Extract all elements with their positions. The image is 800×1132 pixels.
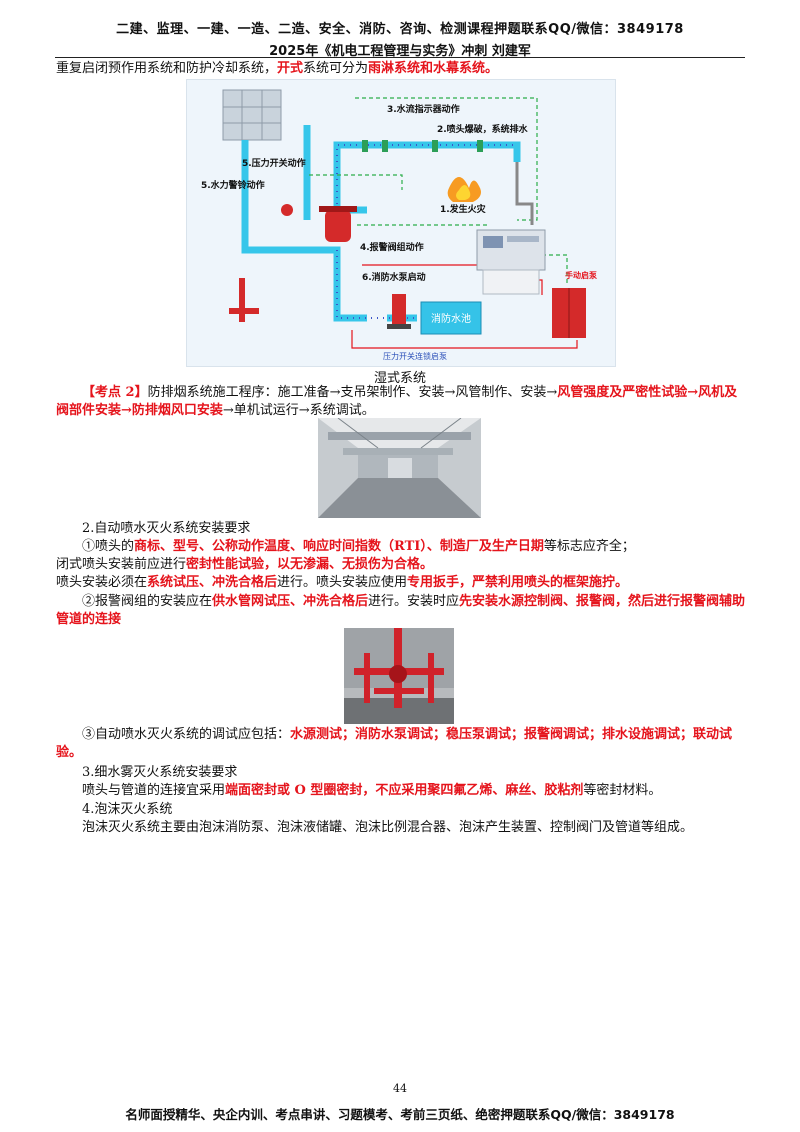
fire-icon [447,177,481,202]
label-manual-start: 手动启泵 [565,270,597,280]
hydrant-riser-icon [229,278,259,322]
water-mist-paragraph: 喷头与管道的连接宜采用端面密封或 O 型圈密封，不应采用聚四氟乙烯、麻丝、胶粘剂… [82,783,662,798]
header-line-2: 2025年《机电工程管理与实务》冲刺 刘建军 [269,44,531,59]
fire-pool-icon [420,301,482,335]
label-pump-start: 6.消防水泵启动 [362,271,426,283]
label-flow-indicator: 3.水流指示器动作 [387,103,460,115]
main-pipe [241,125,521,322]
foam-system-paragraph: 泡沫灭火系统主要由泡沫消防泵、泡沫液储罐、泡沫比例混合器、泡沫产生装置、控制阀门… [82,820,694,835]
header-line-1: 二建、监理、一建、一造、二造、安全、消防、咨询、检测课程押题联系QQ/微信：38… [116,22,684,37]
smoke-duct-photo [318,417,481,518]
water-tank-icon [222,89,282,141]
control-panel-icon [476,229,546,295]
header-rule [55,57,745,58]
intro-paragraph: 重复启闭预作用系统和防护冷却系统，开式系统可分为雨淋系统和水幕系统。 [56,61,499,76]
label-alarm-valve: 4.报警阀组动作 [360,241,424,253]
wet-system-diagram: 消防水池 [186,79,616,367]
page-number: 44 [393,1082,407,1095]
section-4-title: 4.泡沫灭火系统 [82,802,173,817]
alarm-valve-install-paragraph: ②报警阀组的安装应在供水管网试压、冲洗合格后进行。安装时应先安装水源控制阀、报警… [56,594,746,627]
kaodian-2-paragraph: 【考点 2】防排烟系统施工程序：施工准备→支吊架制作、安装→风管制作、安装→风管… [56,385,738,418]
figure-caption: 湿式系统 [373,371,426,386]
alarm-valve-photo [344,628,454,724]
pump-control-cabinet-icon [552,288,586,338]
alarm-valve-photo-svg [344,628,454,724]
fire-pool-label: 消防水池 [431,312,471,325]
label-pressure-switch: 5.压力开关动作 [242,157,306,169]
label-water-bell: 5.水力警铃动作 [201,179,265,191]
fire-pump-icon [387,294,411,329]
smoke-duct-photo-svg [318,417,481,518]
sprinkler-install-paragraph: 喷头安装必须在系统试压、冲洗合格后进行。喷头安装应使用专用扳手，严禁利用喷头的框… [56,575,629,590]
water-bell-icon [281,204,293,216]
system-debug-paragraph: ③自动喷水灭火系统的调试应包括：水源测试；消防水泵调试；稳压泵调试；报警阀调试；… [56,727,733,760]
label-fire-occurs: 1.发生火灾 [440,203,487,215]
sprinkler-heads [362,140,483,152]
label-chain-start: 压力开关连锁启泵 [383,351,447,361]
closed-sprinkler-test-paragraph: 闭式喷头安装前应进行密封性能试验，以无渗漏、无损伤为合格。 [56,557,434,572]
sprinkler-marking-paragraph: ①喷头的商标、型号、公称动作温度、响应时间指数（RTI）、制造厂及生产日期等标志… [82,539,635,554]
section-3-title: 3.细水雾灭火系统安装要求 [82,765,238,780]
signal-lines [309,97,568,285]
label-sprinkler-burst: 2.喷头爆破，系统排水 [437,123,529,135]
drain-pipe-icon [515,162,534,225]
alarm-valve-icon [319,206,357,242]
footer: 名师面授精华、央企内训、考点串讲、习题模考、考前三页纸、绝密押题联系QQ/微信：… [125,1107,675,1122]
section-2-title: 2.自动喷水灭火系统安装要求 [82,521,251,536]
wet-system-diagram-svg: 消防水池 [201,89,597,361]
